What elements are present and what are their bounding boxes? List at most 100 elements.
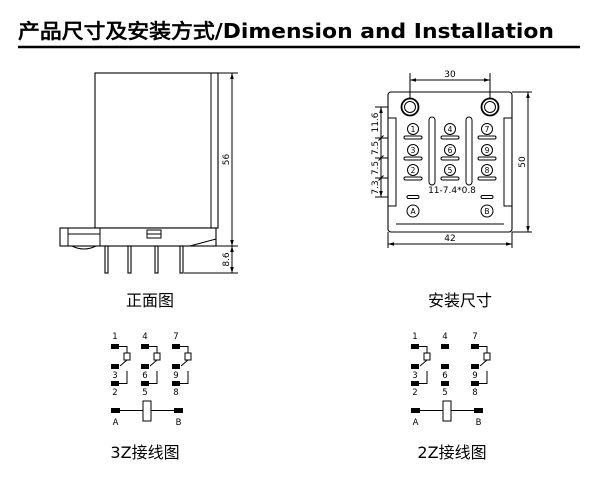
relay-pin [127,245,132,274]
coil-slot [480,195,494,199]
terminal [441,381,449,386]
pin-marker: 5 [444,164,456,176]
dimension-lines [184,72,238,274]
pin-circle [480,204,494,218]
dimension-arrow [410,78,416,82]
dimension-arrow [484,78,490,82]
mount-hole-right [480,97,500,117]
relay-pin [154,245,159,274]
no-terminal [172,364,180,369]
pin-marker: 6 [444,144,456,156]
nc-lead [149,371,158,384]
dimension-arrow [526,226,530,232]
dim-bottom: 42 [444,234,455,244]
coil-label-b: B [476,418,482,428]
terminal-label: 3 [112,371,117,381]
contact-blade [419,359,428,367]
pin-number: 6 [448,146,453,155]
pin-slot [477,135,497,140]
terminal-label: 1 [112,332,117,342]
terminal-label: 4 [142,332,147,342]
pin-circle [444,164,456,176]
nc-lead [119,371,128,384]
pin-marker: 4 [444,123,456,135]
contact-group: 4 6 5 [141,332,161,398]
terminal-label: 3 [412,371,417,381]
pin-circle [407,144,419,156]
coil-symbol [442,400,452,422]
terminal-label: 8 [472,388,477,398]
pin-slot [403,176,423,181]
pin-letter: B [484,207,489,216]
pin-circle [407,164,419,176]
pin-circle [481,144,493,156]
mount-dimensions: 30 50 42 11.6 7.5 7.5 7.3 [371,70,532,248]
relay-pin [104,245,109,274]
pin-marker: 9 [481,144,493,156]
terminal-label: 2 [412,388,417,398]
contact-group: 7 9 8 [172,332,192,398]
terminal-label: 4 [442,332,447,342]
pin-letter: A [410,207,416,216]
terminal-label: 1 [412,332,417,342]
contact-group: 1 3 2 [411,332,431,398]
common-lead [149,346,158,353]
base-notch [71,245,97,250]
dimension-arrow [506,242,512,246]
armature-contact [153,352,161,361]
common-terminal [471,344,479,349]
dim-left-1: 11.6 [371,112,381,132]
front-view [59,72,219,274]
terminal [441,344,449,349]
pin-slot [440,176,460,181]
pin-circle [444,144,456,156]
coil-symbol [142,400,152,422]
coil-label-a: A [113,418,119,428]
dim-height-56: 56 [222,154,232,166]
dim-left-2: 7.5 [371,141,381,155]
armature-contact [483,352,491,361]
pin-number: 5 [448,166,453,175]
pin-number: 3 [411,146,416,155]
dimension-arrow [379,191,383,197]
coil-terminal-b [474,408,483,413]
mount-hole-left [400,97,420,117]
mount-view-caption: 安装尺寸 [428,291,492,310]
pin-slot [403,156,423,161]
terminal-label: 5 [142,388,147,398]
pin-number: 2 [411,166,416,175]
base-bracket [67,228,101,246]
no-terminal [111,364,119,369]
pin-marker: 2 [407,164,419,176]
terminal [441,364,449,369]
pin-slot [440,135,460,140]
pin-slot [440,156,460,161]
wiring-2z: 1 3 2 4 6 5 7 9 [411,332,491,428]
contact-group: 7 9 8 [471,332,491,398]
terminal-label: 7 [173,332,178,342]
mount-view: 1 4 7 3 6 9 2 5 [387,91,513,233]
contact-blade [479,359,488,367]
contact-blade [149,359,158,367]
nc-lead [479,371,488,384]
nc-lead [419,371,428,384]
common-lead [119,346,128,353]
coil-label-a: A [413,418,419,428]
pin-circle [406,204,420,218]
nc-terminal [111,381,119,386]
terminal-label: 9 [472,371,477,381]
armature-contact [423,352,431,361]
pin-circle [481,164,493,176]
wiring-3z-caption: 3Z接线图 [110,443,179,462]
common-terminal [111,344,119,349]
dimension-lines [512,91,532,233]
armature-contact [184,352,192,361]
divider-slot [428,116,436,186]
no-terminal [471,364,479,369]
dim-left-3: 7.5 [371,161,381,175]
mount-hole-left-inner [404,101,416,113]
relay-base [59,227,217,247]
armature-contact [123,352,131,361]
contact-group: 1 3 2 [111,332,131,398]
pin-number: 4 [448,125,453,134]
